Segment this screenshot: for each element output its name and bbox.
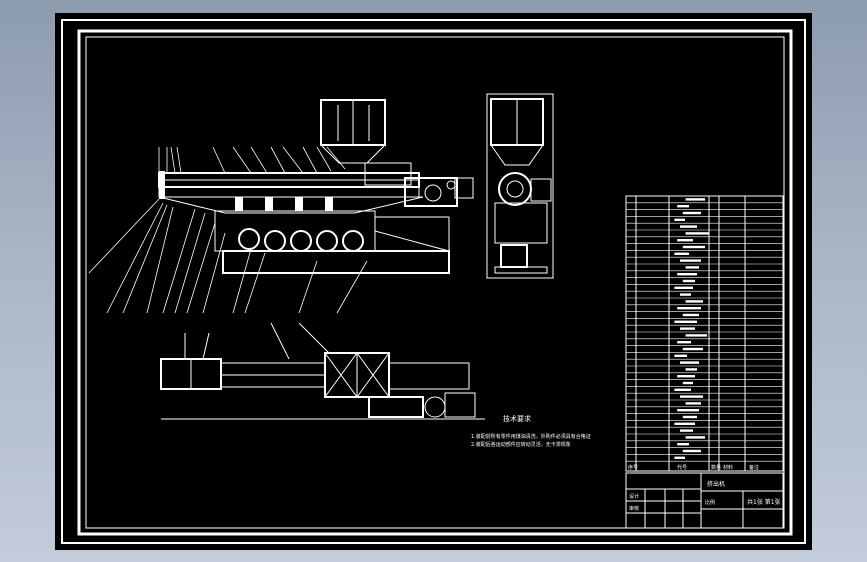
parts-list-entry-mark xyxy=(680,225,697,228)
inner-frame xyxy=(77,29,793,536)
parts-list-entry-mark xyxy=(677,409,699,412)
parts-list-entry-mark xyxy=(685,368,697,371)
roller xyxy=(238,228,260,250)
parts-list-entry-mark xyxy=(685,198,705,201)
barrel-lower xyxy=(158,186,420,198)
parts-list-entry-mark xyxy=(685,334,707,337)
tech-req-heading: 技术要求 xyxy=(503,414,531,423)
parts-list-entry-mark xyxy=(680,395,703,398)
parts-list-entry-mark xyxy=(682,415,697,419)
die-head xyxy=(159,171,165,199)
title-sheet: 共1张 第1张 xyxy=(747,498,781,506)
side-frame xyxy=(494,202,548,244)
title-block: 挤出机 设计 审核 比例 共1张 第1张 xyxy=(625,472,784,529)
parts-list-entry-mark xyxy=(685,402,701,405)
roller xyxy=(290,230,312,252)
plan-motor-base xyxy=(368,396,424,418)
parts-list-entry-mark xyxy=(682,449,701,453)
parts-list: 序号 代号 名称 数量 材料 备注 xyxy=(625,195,784,472)
parts-list-entry-mark xyxy=(680,327,695,330)
side-view xyxy=(486,93,554,279)
plan-motor xyxy=(388,362,470,390)
parts-list-entry-mark xyxy=(674,252,689,255)
side-flywheel xyxy=(498,172,532,206)
parts-list-entry-mark xyxy=(674,320,697,323)
drawing-frame xyxy=(85,36,785,529)
title-designer: 设计 xyxy=(629,493,639,500)
roller xyxy=(264,230,286,252)
parts-list-entry-mark xyxy=(674,354,687,357)
side-outline xyxy=(486,93,554,279)
parts-list-entry-mark xyxy=(680,293,691,296)
bom-header-qty: 数量 xyxy=(711,464,721,471)
outer-frame xyxy=(61,19,806,544)
motor-end xyxy=(454,177,474,199)
tech-req-line: 1.装配前所有零件用煤油清洗，外购件必须具有合格证 xyxy=(471,433,591,440)
parts-list-entry-mark xyxy=(682,381,693,385)
plan-view xyxy=(160,322,485,420)
title-checker: 审核 xyxy=(629,505,639,512)
parts-list-entry-mark xyxy=(674,218,685,221)
parts-list-entry-mark xyxy=(680,259,701,262)
parts-list-entry-mark xyxy=(674,422,695,425)
parts-list-entry-mark xyxy=(677,205,689,208)
leader-lines xyxy=(88,146,368,314)
parts-list-entry-mark xyxy=(682,279,695,283)
parts-list-frame xyxy=(625,195,784,472)
assembly-drawing: 技术要求 1.装配前所有零件用煤油清洗，外购件必须具有合格证 2.装配后各运动部… xyxy=(61,19,806,544)
parts-list-entry-mark xyxy=(674,456,685,459)
gearbox xyxy=(404,177,458,207)
parts-list-entry-mark xyxy=(685,436,705,439)
title-drawing-name: 挤出机 xyxy=(707,480,725,488)
tech-req-line: 2.装配后各运动部件应转动灵活，无卡滞现象 xyxy=(471,441,571,448)
parts-list-entry-mark xyxy=(677,239,693,242)
roller xyxy=(316,230,338,252)
parts-list-entry-mark xyxy=(680,429,693,432)
parts-list-entry-mark xyxy=(677,307,701,310)
parts-list-entry-mark xyxy=(677,273,697,276)
cad-drawing-sheet: 技术要求 1.装配前所有零件用煤油清洗，外购件必须具有合格证 2.装配后各运动部… xyxy=(55,13,812,550)
front-view xyxy=(158,99,474,274)
parts-list-entry-mark xyxy=(682,347,703,351)
parts-list-entry-mark xyxy=(685,300,703,303)
parts-list-entry-mark xyxy=(674,388,691,391)
parts-list-entry-mark xyxy=(682,211,701,215)
parts-list-entry-mark xyxy=(674,286,693,289)
parts-list-entry-mark xyxy=(680,361,699,364)
parts-list-entry-mark xyxy=(677,341,691,344)
bom-header-material: 材料 xyxy=(723,464,733,471)
bom-header-no: 序号 xyxy=(628,464,638,471)
title-scale: 比例 xyxy=(705,499,715,506)
parts-list-entry-mark xyxy=(685,232,709,235)
parts-list-entry-mark xyxy=(682,245,705,249)
parts-list-entry-mark xyxy=(677,375,695,378)
roller xyxy=(342,230,364,252)
bom-header-code: 代号 xyxy=(677,464,687,471)
parts-list-entry-mark xyxy=(677,443,689,446)
parts-list-entry-mark xyxy=(682,313,699,317)
hopper-cone xyxy=(319,144,387,164)
feed-housing xyxy=(364,162,412,186)
bom-header-remark: 备注 xyxy=(749,464,759,471)
parts-list-entry-mark xyxy=(685,266,699,269)
cone-frame xyxy=(158,196,424,214)
base-plate xyxy=(222,250,450,274)
